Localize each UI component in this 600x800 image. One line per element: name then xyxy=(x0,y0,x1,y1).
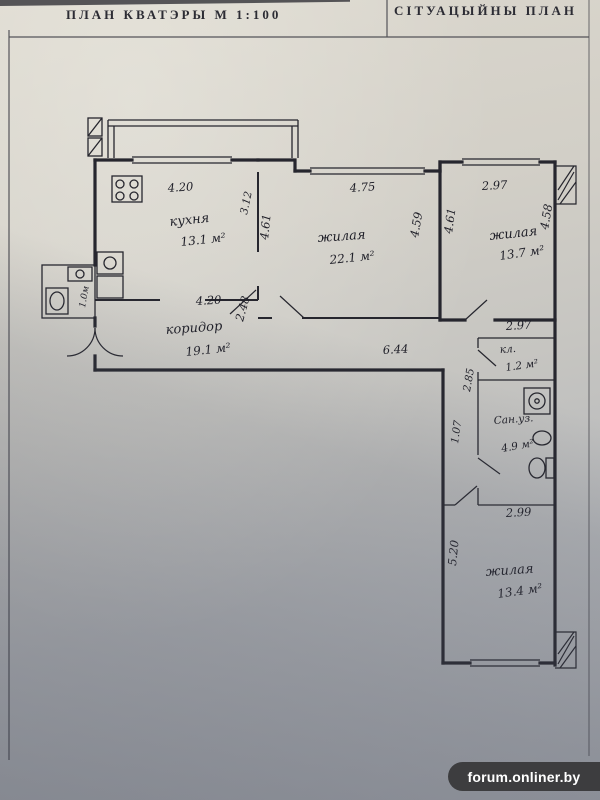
closet-label: кл. xyxy=(499,343,516,356)
dim-kitchen-top: 4.20 xyxy=(166,179,194,195)
dim-corridor-left: 2.48 xyxy=(232,294,252,323)
dim-bath-left: 2.85 xyxy=(461,367,477,393)
dim-living-left: 4.61 xyxy=(257,213,274,241)
stove-icon xyxy=(111,175,143,203)
living-area: 22.1 м² xyxy=(328,248,376,267)
corridor-label: коридор xyxy=(165,319,223,338)
bathroom-fixtures xyxy=(523,387,555,479)
main-walls xyxy=(93,158,557,667)
bedroom1-area: 13.7 м² xyxy=(498,243,545,263)
dimension-labels: 4.20 3.12 4.75 4.61 4.59 2.97 4.61 4.58 … xyxy=(78,178,555,567)
dim-closet-top: 2.97 xyxy=(504,318,532,333)
situational-plan-title: СІТУАЦЫЙНЫ ПЛАН xyxy=(394,3,577,18)
bedroom1-label: жилая xyxy=(489,224,538,244)
dim-bath-bottom: 2.99 xyxy=(504,505,531,520)
photo-edge xyxy=(0,0,350,6)
balcony xyxy=(87,117,299,158)
plan-title: ПЛАН КВАТЭРЫ М 1:100 xyxy=(66,7,282,22)
door-swings xyxy=(66,289,501,506)
interior-walls xyxy=(95,172,440,319)
bathroom-area: 4.9 м² xyxy=(499,437,535,455)
dim-kitchen-right: 3.12 xyxy=(238,190,255,216)
windows xyxy=(132,156,540,667)
bedroom2-area: 13.4 м² xyxy=(496,581,543,601)
closet-area: 1.2 м² xyxy=(505,358,539,374)
dim-living-right: 4.59 xyxy=(407,211,425,240)
dim-corridor-bottom: 6.44 xyxy=(382,342,408,357)
dim-hall-width: 1.07 xyxy=(449,419,464,444)
dim-bedroom2-left: 5.20 xyxy=(445,539,462,566)
kitchen-sink-icon xyxy=(96,251,124,299)
room-labels: кухня 13.1 м² жилая 22.1 м² жилая 13.7 м… xyxy=(165,211,545,601)
adjacent-wall-hatch xyxy=(555,165,577,669)
watermark-badge: forum.onliner.by xyxy=(448,762,600,791)
bathroom-label: Сан.уз. xyxy=(493,412,533,427)
dim-bedroom1-right: 4.58 xyxy=(537,203,555,232)
vestibule xyxy=(41,264,96,319)
watermark-text: forum.onliner.by xyxy=(467,768,581,785)
kitchen-label: кухня xyxy=(169,211,210,230)
corridor-area: 19.1 м² xyxy=(185,340,232,359)
dim-bedroom1-left: 4.61 xyxy=(441,207,459,235)
dim-living-top: 4.75 xyxy=(348,179,376,195)
dim-bedroom1-top: 2.97 xyxy=(480,178,508,193)
living-label: жилая xyxy=(317,228,366,246)
dim-corridor-top: 4.20 xyxy=(194,293,221,308)
kitchen-area: 13.1 м² xyxy=(180,230,227,249)
document-frame xyxy=(8,0,590,760)
vestibule-size-label: 1.0м xyxy=(78,285,92,308)
bedroom2-label: жилая xyxy=(485,562,534,580)
bathroom-closet-walls xyxy=(443,337,555,506)
